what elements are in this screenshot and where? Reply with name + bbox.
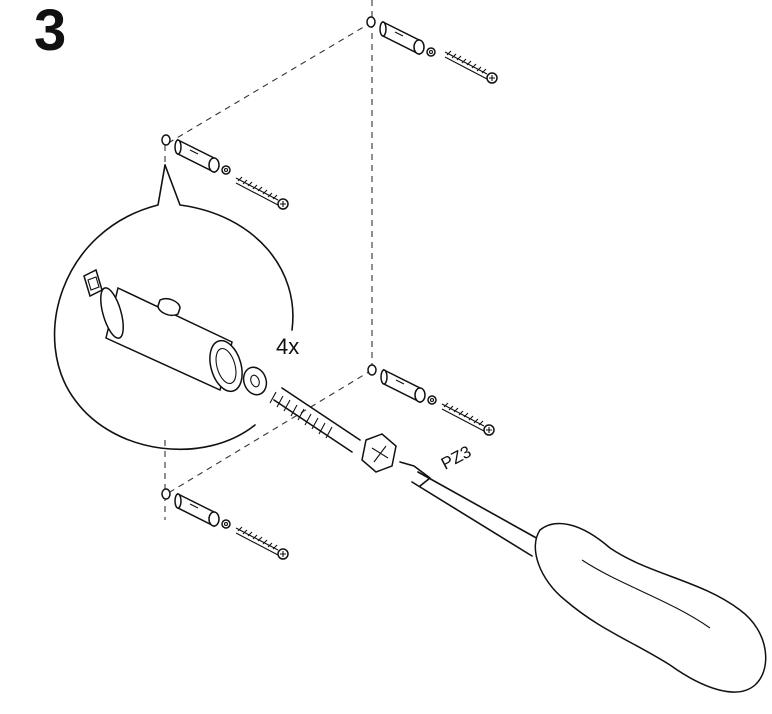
large-screw-icon bbox=[269, 387, 397, 473]
wall-outline-dashed bbox=[164, 0, 373, 520]
detail-callout-bubble bbox=[53, 164, 294, 451]
anchor-set-middle-right bbox=[367, 364, 495, 436]
screwdriver-icon bbox=[399, 461, 767, 693]
anchor-set-lower-left bbox=[161, 488, 289, 560]
anchor-set-top-right bbox=[366, 16, 498, 84]
step-number: 3 bbox=[34, 0, 67, 63]
callout-washer-icon bbox=[242, 366, 268, 396]
callout-wall-plug-icon bbox=[83, 268, 243, 393]
anchor-set-upper-left bbox=[161, 134, 289, 210]
bit-size-label: PZ3 bbox=[438, 442, 474, 473]
quantity-label: 4x bbox=[276, 334, 299, 359]
